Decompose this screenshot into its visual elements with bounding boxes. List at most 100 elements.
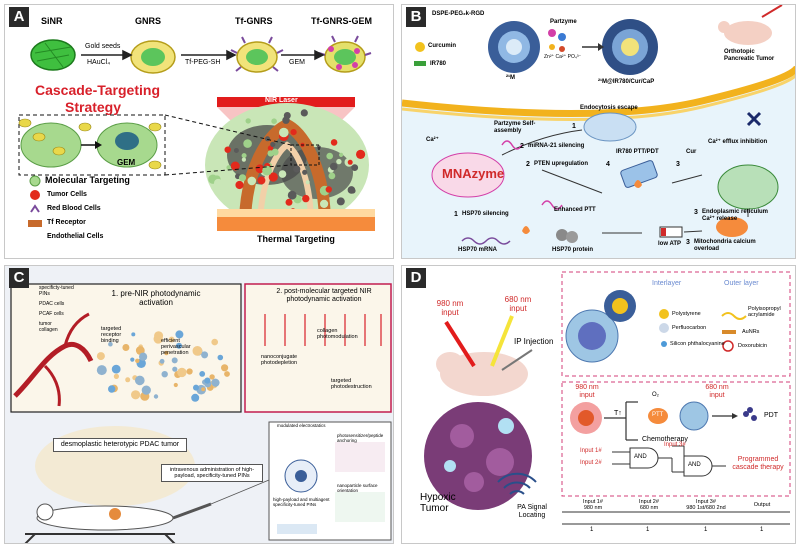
cell-dot — [326, 152, 334, 160]
cell-dot — [320, 199, 329, 208]
arrow2-label: Tf-PEG-SH — [185, 59, 221, 66]
panel-d-label: D — [406, 268, 426, 288]
outer-layer-label: Outer layer — [724, 280, 759, 287]
table-header-2: Input 2# 680 nm — [639, 499, 659, 512]
cell-dot — [324, 136, 330, 143]
strategy-line1: Cascade-Targeting — [35, 82, 160, 98]
cell-dot — [293, 165, 301, 173]
o2-label: O₂ — [652, 392, 659, 398]
cur-label: Cur — [686, 149, 697, 155]
cell-dot — [278, 170, 287, 178]
cell-dot — [262, 165, 272, 176]
inset-bottom-left-label: high-payload and multiagent specificity-… — [273, 497, 330, 507]
mirna-label: miRNA-21 silencing — [528, 143, 585, 149]
penetration-label: efficient perivascular penetration — [161, 338, 191, 357]
table-cell-2: 1 — [646, 527, 650, 533]
nanoparticle-21m — [488, 21, 540, 73]
cell-dot — [230, 161, 240, 171]
endocytosis-label: Endocytosis escape — [580, 105, 638, 111]
layer-polyisopropyl: Polyisopropyl acrylamide — [748, 306, 781, 319]
cell-dot — [255, 164, 265, 174]
cell-dot — [226, 165, 231, 170]
endosome — [583, 112, 637, 142]
cell-dot — [279, 127, 289, 138]
sinr-particle — [30, 39, 76, 71]
patient — [36, 505, 174, 531]
hsp70-protein-label: HSP70 protein — [552, 247, 594, 253]
cell-dot — [173, 382, 178, 388]
cell-dot — [168, 336, 175, 343]
cell-dot — [108, 341, 113, 347]
input2-label: Input 2# — [580, 460, 602, 466]
step-num-4: 4 — [606, 161, 610, 168]
hsp70-mrna-label: HSP70 mRNA — [458, 247, 498, 253]
table-cell-3: 1 — [704, 527, 708, 533]
cell-dot — [336, 158, 342, 165]
step-sinr: SiNR — [41, 16, 63, 26]
inset-right-top-label: photosensitizer/peptide anchoring — [337, 433, 384, 443]
cell-dot — [351, 164, 359, 172]
ir780-label: IR780 — [430, 61, 447, 67]
mnazyme-label: MNAzyme — [442, 166, 505, 181]
input1-label: Input 1# — [580, 448, 602, 454]
molecular-targeting-label: Molecular Targeting — [45, 175, 130, 185]
cell-dot — [265, 136, 270, 142]
thermal-targeting-label: Thermal Targeting — [257, 234, 335, 244]
input-980-label: 980 nm input — [436, 299, 464, 317]
cell-dot — [350, 188, 356, 194]
pa-signal-label: PA Signal Locating — [517, 504, 547, 519]
cell-dot — [300, 109, 308, 117]
laser-lines — [264, 314, 382, 346]
inset-top-label: modulated electrostatics — [277, 423, 326, 428]
targeted-binding-label: targeted receptor binding — [101, 326, 122, 345]
enhanced-ptt-label: Enhanced PTT — [554, 207, 596, 213]
cell-dot — [270, 141, 276, 147]
table-cell-1: 1 — [590, 527, 594, 533]
nanoparticle-loaded — [602, 19, 658, 75]
legend-endothelial-cells: Endothelial Cells — [47, 233, 104, 240]
arrow3-label: GEM — [289, 59, 305, 66]
step-tf-gnrs: Tf-GNRS — [235, 16, 273, 26]
cell-dot — [193, 384, 199, 391]
nir-laser-label: NIR Laser — [265, 97, 298, 104]
step-num-3b: 3 — [694, 209, 698, 216]
programmed-label: Programmed cascade therapy — [732, 456, 784, 471]
panel-b-label: B — [406, 7, 426, 27]
nir-laser-bar — [217, 97, 355, 107]
cell-dot — [330, 139, 338, 146]
cell-dot — [113, 373, 119, 379]
table-header-3: Input 3# 980 1st/680 2nd — [686, 499, 726, 512]
legend-receptor-icon — [30, 204, 40, 213]
hypoxic-tumor-label: Hypoxic Tumor — [420, 492, 456, 514]
mitochondria — [716, 217, 748, 237]
beam-980 — [444, 320, 476, 368]
cell-dot — [201, 387, 206, 392]
pa-signal-icon — [497, 472, 537, 495]
cell-dot — [217, 354, 224, 361]
mito-label: Mitochondria calcium overload — [694, 239, 756, 252]
panel-a-label: A — [9, 7, 29, 27]
ir780-ptt-label: IR780 PTT/PDT — [616, 149, 659, 155]
cell-dot — [319, 117, 325, 123]
cell-dot — [154, 331, 164, 341]
and-gate-2-label: AND — [688, 462, 701, 468]
hsp70-silencing-label: HSP70 silencing — [462, 211, 509, 217]
legend-red-blood-cells: Red Blood Cells — [47, 205, 101, 212]
cell-dot — [211, 378, 220, 387]
cell-dot — [209, 374, 215, 380]
synthesis-arrows — [81, 49, 325, 61]
panel-c: C specifict — [4, 265, 394, 544]
cell-dot — [268, 172, 278, 182]
pdt-label: PDT — [764, 412, 778, 419]
mech-680-label: 680 nm input — [705, 384, 729, 399]
layer-perfluocarbon: Perfluocarbon — [672, 325, 707, 331]
cell-dot — [356, 149, 366, 159]
cell-dot — [192, 346, 203, 356]
aunr-icon — [722, 330, 736, 334]
legend-pins: specificty-tuned PINs — [39, 285, 74, 297]
layer-aunrs: AuNRs — [742, 329, 760, 335]
step2-label: 2. post-molecular targeted NIR photodyna… — [276, 288, 372, 303]
ions-label: Zn²⁺ Ca²⁺ PO₄³⁻ — [544, 54, 582, 60]
interlayer-label: Interlayer — [652, 280, 682, 287]
beam-680 — [490, 315, 514, 367]
